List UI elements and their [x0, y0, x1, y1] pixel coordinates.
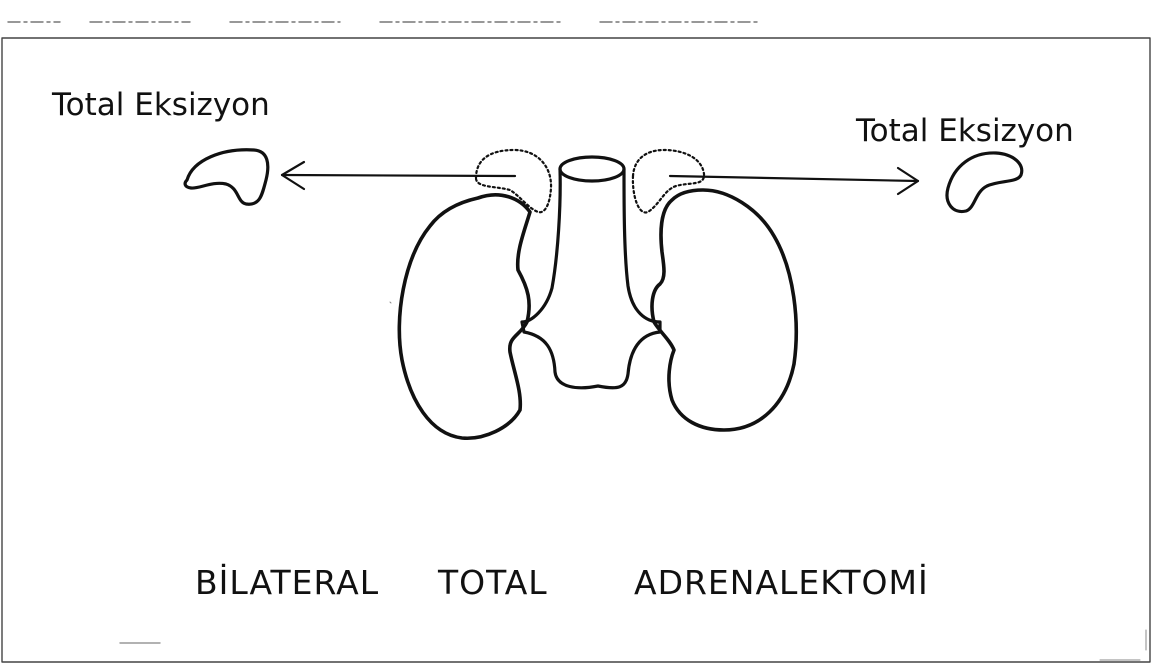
right-excision-label: Total Eksizyon: [856, 116, 1074, 147]
vena-cava: [522, 157, 660, 388]
scan-specks: [390, 302, 1146, 660]
diagram-caption-word-1: BİLATERAL: [195, 566, 379, 599]
right-excised-adrenal: [947, 153, 1022, 212]
diagram-caption-word-3: ADRENALEKTOMİ: [634, 566, 929, 599]
right-kidney: [652, 190, 796, 430]
left-excised-adrenal: [185, 150, 268, 204]
left-kidney: [399, 195, 530, 438]
left-excision-label: Total Eksizyon: [52, 90, 270, 121]
left-adrenal-outline: [476, 150, 551, 212]
diagram-caption-word-2: TOTAL: [438, 566, 548, 599]
